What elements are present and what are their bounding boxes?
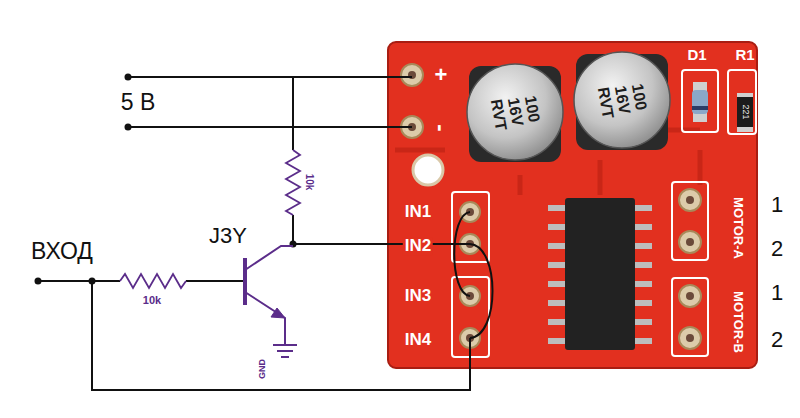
transistor-symbol (245, 292, 285, 345)
capacitor-body (467, 52, 670, 162)
wire (128, 126, 412, 128)
driver-chip (548, 205, 566, 211)
wire (92, 281, 470, 390)
signal-name: ВХОД (31, 239, 93, 264)
resistor-chip (737, 97, 753, 127)
driver-chip (634, 300, 652, 306)
solder-pad (679, 327, 701, 349)
silkscreen-outline (452, 70, 756, 357)
callout-number: 1 (771, 281, 783, 305)
driver-chip (634, 262, 652, 268)
pin-label: MOTOR-B (731, 291, 745, 353)
driver-chip (634, 243, 652, 249)
wire-dot (125, 74, 132, 81)
capacitor-body (467, 64, 563, 160)
wire (454, 212, 470, 296)
pin-label: IN4 (405, 331, 431, 349)
pin-label: IN3 (405, 287, 431, 305)
ground-symbol (273, 345, 297, 357)
pin-label: IN2 (403, 237, 433, 255)
pin-label: - (429, 124, 452, 131)
pcb-board (388, 42, 757, 368)
pad-hole (686, 334, 694, 342)
driver-chip (565, 198, 635, 350)
part-name: D1 (687, 47, 706, 63)
silkscreen-outline (682, 70, 718, 132)
pad-hole (686, 292, 694, 300)
driver-chip (548, 198, 652, 350)
driver-chip (548, 224, 566, 230)
resistor-marking: 221 (740, 104, 749, 119)
pin-label: MOTOR-A (731, 197, 745, 259)
diode-symbol (692, 106, 708, 110)
resistor-chip (737, 127, 753, 132)
wire (128, 76, 412, 78)
pad-hole (686, 238, 694, 246)
wire (38, 280, 120, 282)
driver-chip (634, 205, 652, 211)
transistor-symbol (245, 246, 293, 270)
driver-chip (548, 300, 566, 306)
pin-label: IN1 (405, 203, 431, 221)
resistor-chip: 221 (737, 97, 753, 127)
capacitor: 100 16V RVT (574, 52, 670, 148)
voltage-label: 5 В (121, 90, 156, 115)
pad-hole (686, 196, 694, 204)
driver-chip (548, 338, 566, 344)
driver-chip (634, 338, 652, 344)
wire-dot (89, 278, 96, 285)
capacitor: 100 16V RVT (467, 64, 563, 160)
wire (470, 244, 493, 338)
pad-hole (408, 71, 694, 342)
wire-dot (125, 124, 132, 131)
wire (293, 215, 470, 244)
solder-pad (401, 64, 701, 349)
wire (186, 280, 245, 282)
ground-label: GND (258, 359, 268, 379)
callout-number: 2 (771, 237, 783, 261)
resistor-symbol (120, 150, 300, 288)
wire (38, 77, 493, 390)
resistor-value: 10k (143, 294, 161, 306)
driver-chip (548, 319, 566, 325)
pcb-board (388, 42, 757, 368)
driver-chip (548, 281, 566, 287)
driver-chip (548, 243, 566, 249)
transistor-symbol (245, 246, 293, 345)
driver-chip (634, 319, 652, 325)
solder-pad (679, 189, 701, 211)
callout-number: 2 (771, 328, 783, 352)
solder-pad (679, 231, 701, 253)
diode-symbol (692, 82, 708, 122)
solder-pad (679, 285, 701, 307)
ground-symbol (273, 345, 297, 357)
capacitor-marking: 100 16V RVT (487, 92, 542, 132)
silkscreen-outline (672, 278, 708, 356)
pin-label: + (435, 63, 448, 86)
resistor-symbol (120, 274, 186, 288)
driver-chip (634, 224, 652, 230)
callout-number: 1 (771, 193, 783, 217)
transistor-symbol (243, 258, 247, 305)
diode-symbol (692, 90, 708, 114)
capacitor-marking: 100 16V RVT (594, 80, 649, 120)
capacitor-body (574, 52, 670, 148)
driver-chip (548, 262, 566, 268)
pcb-board (413, 155, 443, 185)
wire (292, 77, 294, 150)
solder-pad (401, 64, 423, 86)
wire-dot (35, 278, 42, 285)
transistor-symbol (271, 308, 285, 318)
resistor-chip (737, 93, 753, 132)
resistor-value: 10k (304, 174, 315, 191)
part-name: J3Y (209, 224, 247, 248)
driver-chip (634, 281, 652, 287)
pcb-board: 100 16V RVT 100 16V RVT 221 + - IN1IN2IN3IN4 M… (388, 42, 757, 368)
silkscreen-outline (728, 70, 756, 134)
part-name: R1 (735, 47, 754, 63)
resistor-symbol (286, 150, 300, 215)
silkscreen-outline (672, 182, 708, 260)
